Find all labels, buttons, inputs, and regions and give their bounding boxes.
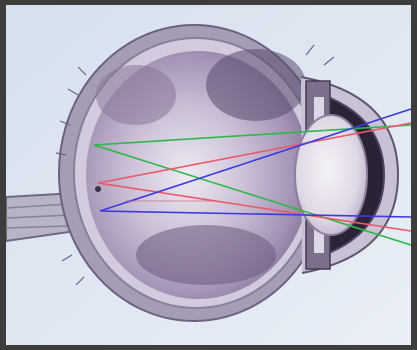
eye-diagram-photo [6,5,411,345]
eye-illustration [6,5,411,345]
focal-point [95,186,101,192]
